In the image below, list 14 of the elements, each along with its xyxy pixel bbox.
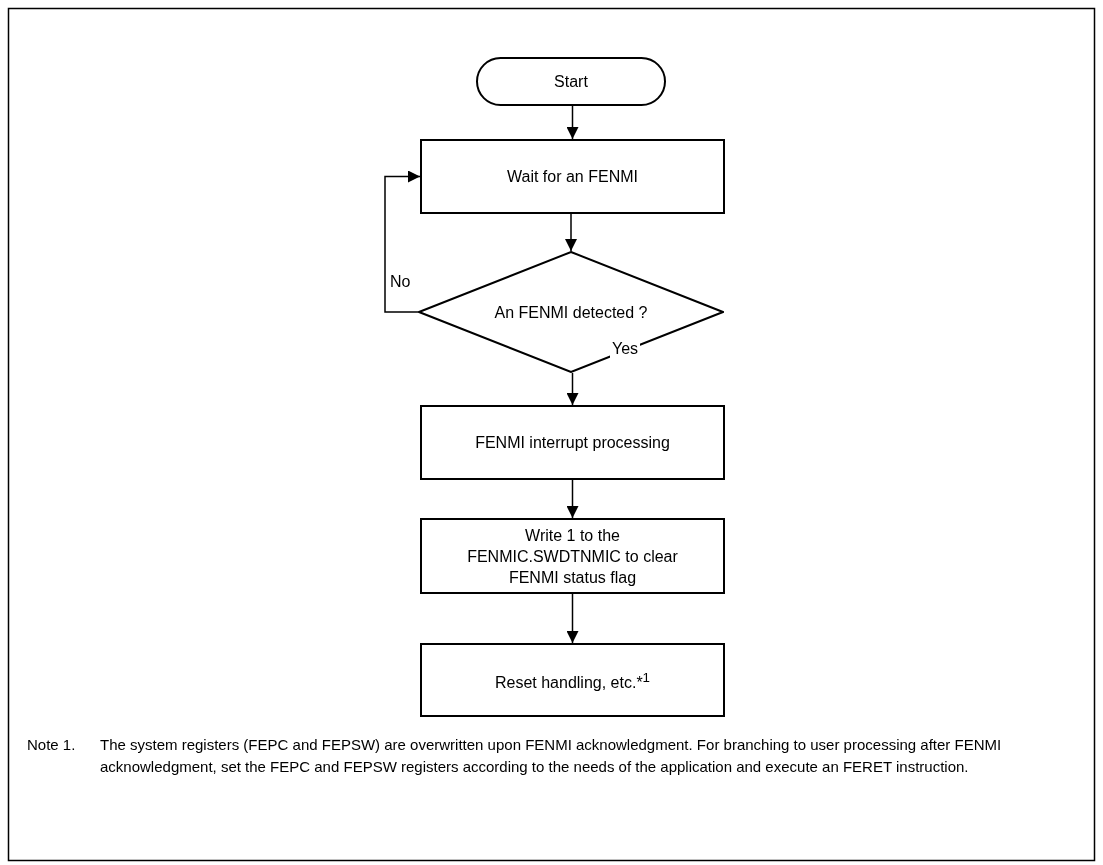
arrow	[566, 479, 579, 519]
arrow	[565, 213, 577, 252]
arrow	[384, 170, 421, 313]
edge-label: Yes	[610, 340, 641, 358]
note-number: Note 1.	[27, 735, 77, 755]
process-box: Reset handling, etc.*$^{1}$	[420, 643, 725, 717]
process-box: Wait for an FENMI	[420, 139, 725, 214]
arrow	[566, 372, 579, 406]
arrow	[566, 105, 579, 140]
process-box: Write 1 to the FENMIC.SWDTNMIC to clear FENMI status flag	[420, 518, 725, 594]
process-box: FENMI interrupt processing	[420, 405, 725, 480]
arrow	[566, 593, 579, 644]
note-text: The system registers (FEPC and FEPSW) are overwritten upon FENMI acknowledgment. For branching to user processing after FENMI acknowledgment, set the FEPC and FEPSW registers according to the needs of the application and execute an FERET instruction.	[100, 735, 1003, 777]
start-terminal: Start	[476, 57, 666, 106]
